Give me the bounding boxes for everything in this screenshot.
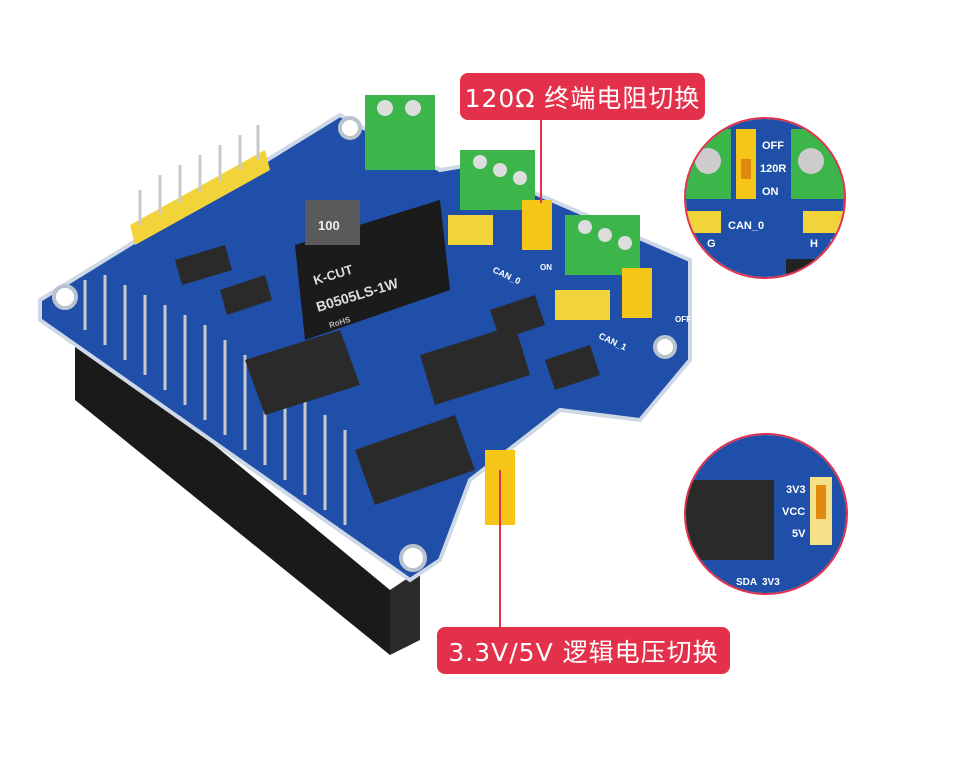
ic-chip <box>355 415 475 505</box>
zoom-3v3-bottom: 3V3 <box>762 577 780 588</box>
can1-header <box>555 290 610 320</box>
silk-off: OFF <box>675 315 691 324</box>
ic-chip <box>420 325 530 405</box>
inductor: 100 <box>305 200 360 245</box>
zoom-vcc: VCC <box>782 506 805 518</box>
zoom-off: OFF <box>762 140 784 152</box>
i2c-header <box>130 125 270 245</box>
mount-hole <box>653 335 677 359</box>
ic-chip <box>245 330 360 415</box>
zoom-can0: CAN_0 <box>728 220 764 232</box>
callout-line-termination <box>540 118 542 203</box>
ic-chip <box>490 295 545 340</box>
pcb <box>38 112 692 583</box>
zoom-5v: 5V <box>792 528 806 540</box>
zoom-on: ON <box>762 186 779 198</box>
callout-termination-label: 120Ω 终端电阻切换 <box>460 73 705 120</box>
mount-hole <box>338 116 362 140</box>
zoom-detail-logic-level: 3V3 VCC 5V SDA 3V3 <box>684 433 848 595</box>
ic-chip <box>220 275 272 315</box>
zoom-termination-image: OFF 120R ON CAN_0 G H L <box>686 119 844 277</box>
termination-jumper-can0[interactable] <box>522 200 552 250</box>
zoom-sda: SDA <box>736 577 757 588</box>
ic-chip <box>545 345 600 390</box>
zoom-h: H <box>810 238 818 250</box>
termination-jumper-can1[interactable] <box>622 268 652 318</box>
power-terminal <box>365 95 435 170</box>
can1-terminal <box>565 215 640 275</box>
mount-hole <box>399 544 427 572</box>
zoom-detail-termination: OFF 120R ON CAN_0 G H L <box>684 117 846 279</box>
ic-chip <box>175 245 232 285</box>
zoom-3v3: 3V3 <box>786 484 806 496</box>
can0-header <box>448 215 493 245</box>
zoom-logic-level-image: 3V3 VCC 5V SDA 3V3 <box>686 435 846 593</box>
zoom-g: G <box>707 238 716 250</box>
callout-logic-level-label: 3.3V/5V 逻辑电压切换 <box>437 627 730 674</box>
gpio-pins <box>83 275 347 525</box>
inductor-label: 100 <box>318 218 340 233</box>
mount-hole <box>52 284 78 310</box>
callout-line-logic-level <box>499 470 501 628</box>
zoom-120r: 120R <box>760 163 786 175</box>
gpio-socket <box>75 330 390 655</box>
silk-on: ON <box>540 263 552 272</box>
